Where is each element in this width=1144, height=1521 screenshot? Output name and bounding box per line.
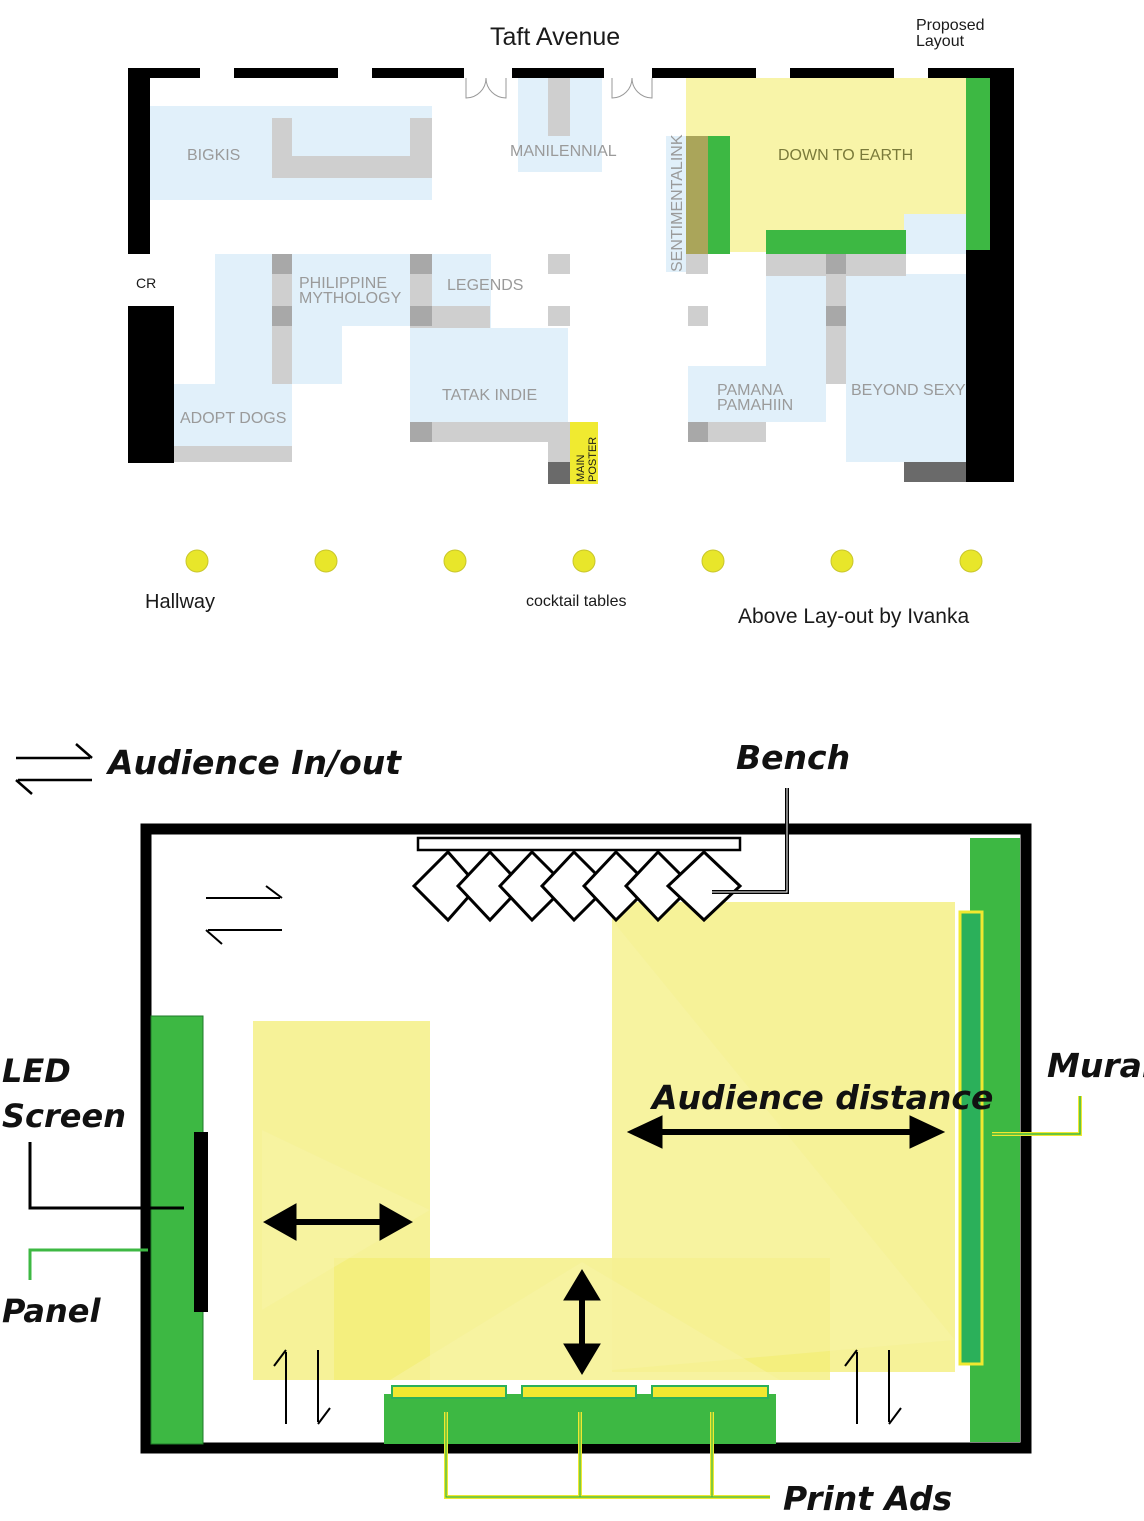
print-ad: [651, 1385, 769, 1399]
cocktail-tables: [185, 549, 983, 573]
main-poster-label-1: MAIN: [575, 454, 587, 482]
bench-label: Bench: [736, 738, 850, 777]
cocktail-table: [185, 549, 209, 573]
green-panels: [708, 78, 990, 254]
bench-seats: [411, 849, 743, 923]
led-leader-line: [28, 1142, 184, 1210]
cocktail-table: [830, 549, 854, 573]
entrance-doors: [465, 77, 991, 403]
gray-panels: [174, 78, 966, 484]
led-label-line2: Screen: [2, 1097, 126, 1135]
bench: [416, 836, 742, 852]
cocktail-table: [443, 549, 467, 573]
main-poster-box: [570, 422, 598, 484]
zone-label-manilennial: MANILENNIAL: [510, 143, 617, 160]
zone-label-bigkis: BIGKIS: [187, 147, 240, 164]
audience-in-out-label: Audience In/out: [105, 743, 402, 782]
led-screen: [194, 1132, 208, 1312]
proposed-label-line1: Proposed: [916, 17, 985, 34]
cocktail-table: [314, 549, 338, 573]
down-to-earth-zone: [686, 78, 966, 252]
hallway-label: Hallway: [145, 591, 215, 613]
cocktail-table: [959, 549, 983, 573]
zone-label-down-to-earth: DOWN TO EARTH: [778, 147, 913, 164]
zone-label-pamana-2: PAMAHIIN: [717, 397, 793, 414]
led-label-line1: LED: [2, 1052, 71, 1090]
panel-label: Panel: [2, 1292, 101, 1330]
mythology-notch: [342, 326, 410, 384]
print-ads-label: Print Ads: [783, 1479, 952, 1518]
credit-label: Above Lay-out by Ivanka: [738, 605, 969, 628]
inner-in-out-icon: [205, 885, 283, 945]
audience-distance-label: Audience distance: [649, 1078, 993, 1117]
cr-label: CR: [136, 275, 156, 291]
zone-label-philippine-1: PHILIPPINE: [299, 275, 387, 292]
cocktail-table: [701, 549, 725, 573]
outer-walls: [128, 68, 1014, 482]
zone-label-sentimentalink: SENTIMENTALINK: [669, 134, 686, 272]
street-label: Taft Avenue: [490, 23, 620, 51]
sentimentalink-olive: [686, 136, 708, 254]
zone-label-legends: LEGENDS: [447, 277, 523, 294]
distance-arrows: [262, 1115, 946, 1375]
cocktail-table: [572, 549, 596, 573]
audience-zones: [253, 902, 955, 1380]
mural-label: Mural: [1047, 1046, 1144, 1085]
print-ads: [391, 1385, 769, 1399]
zone-fills: [150, 78, 966, 462]
zone-label-tatak-indie: TATAK INDIE: [442, 387, 537, 404]
top-floor-plan: Taft Avenue Proposed Layout: [128, 17, 1014, 628]
room-walls: [140, 823, 1032, 1454]
main-poster-label-2: POSTER: [587, 437, 599, 482]
left-panel: [150, 1015, 204, 1445]
zone-label-philippine-2: MYTHOLOGY: [299, 290, 402, 307]
panel-leader-line: [28, 1248, 148, 1280]
zone-label-adopt-dogs: ADOPT DOGS: [180, 410, 286, 427]
bottom-detail-plan: Audience In/out Bench: [2, 738, 1144, 1518]
proposed-label-line2: Layout: [916, 33, 965, 50]
in-out-arrows-icon: [15, 743, 93, 795]
cocktail-tables-label: cocktail tables: [526, 593, 627, 610]
print-ad: [521, 1385, 637, 1399]
zone-label-beyond-sexy: BEYOND SEXY: [851, 382, 966, 399]
zone-label-pamana-1: PAMANA: [717, 382, 784, 399]
bottom-in-out-icons: [273, 1349, 902, 1425]
print-ad: [391, 1385, 507, 1399]
mural: [958, 910, 984, 1366]
